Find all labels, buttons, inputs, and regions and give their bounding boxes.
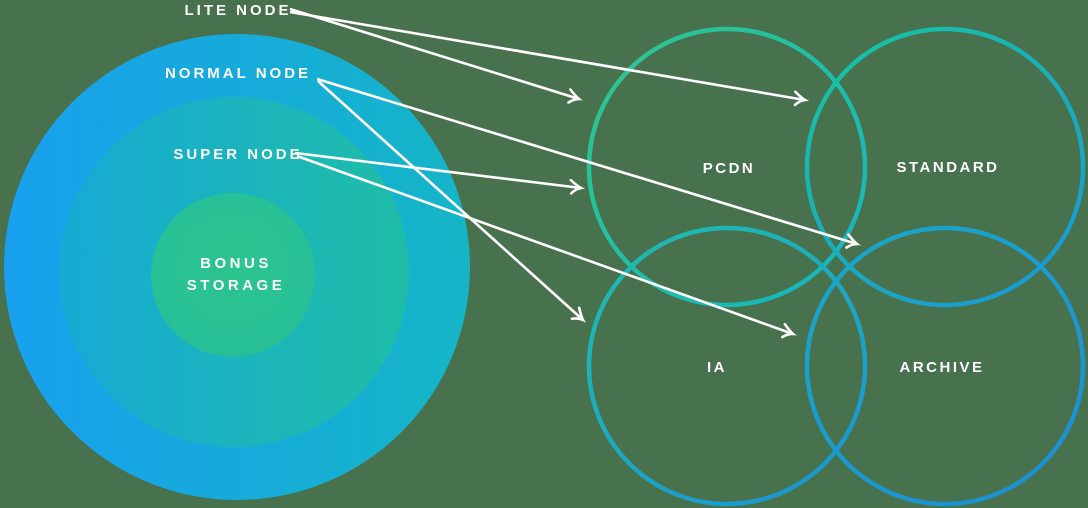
super-node-label: SUPER NODE [173,146,302,163]
pcdn-circle [586,26,868,308]
standard-circle [804,26,1086,308]
bonus-storage-label-line2: STORAGE [187,277,285,294]
archive-circle [804,225,1086,507]
arrow-super-node-to-archive [296,154,793,334]
lite-node-label: LITE NODE [184,2,291,19]
arrow-lite-node-to-pcdn [289,7,579,99]
arrow-normal-node-to-standard [316,77,857,244]
arrow-super-node-to-pcdn [294,151,581,188]
normal-node-label: NORMAL NODE [165,65,311,82]
arrow-normal-node-to-ia [317,80,583,320]
standard-label: STANDARD [896,159,999,176]
labels: LITE NODE NORMAL NODE SUPER NODE BONUS S… [165,2,999,376]
arrow-lite-node-to-standard [289,10,805,100]
storage-class-circles [586,26,1086,507]
archive-label: ARCHIVE [899,359,984,376]
pcdn-label: PCDN [703,160,756,177]
ring-inner-bonus-storage [151,193,315,357]
ia-circle [586,225,868,507]
ia-label: IA [707,359,727,376]
bonus-storage-label-line1: BONUS [200,255,272,272]
mapping-arrows [289,7,857,334]
node-rings [4,34,470,500]
